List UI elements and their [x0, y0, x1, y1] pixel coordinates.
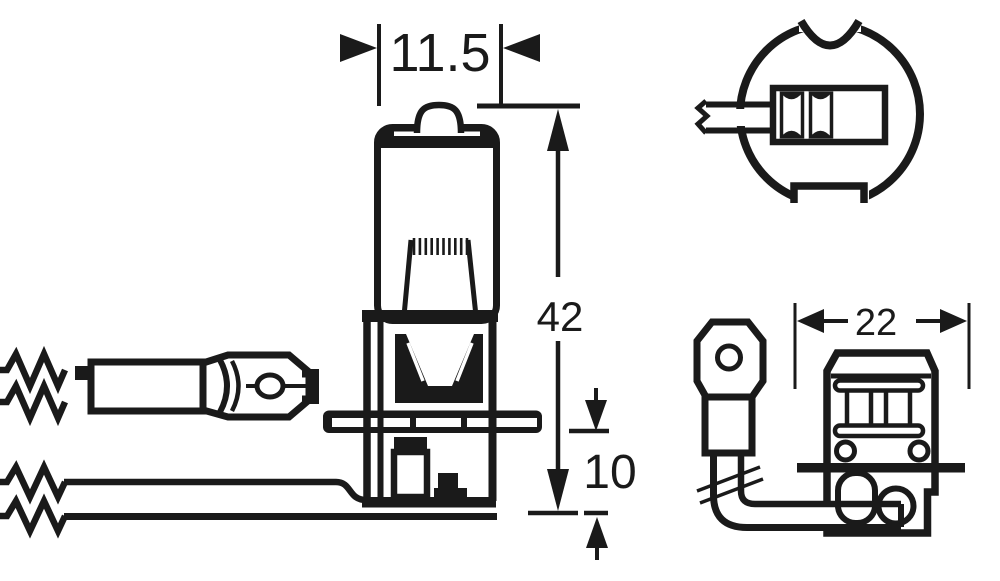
base-cage-detail	[832, 378, 926, 439]
base-funnel	[395, 334, 483, 403]
base-bottom-bar	[362, 497, 496, 508]
cage-rail-bottom	[832, 423, 926, 439]
dimension-base-height: 10	[569, 388, 637, 560]
glass-body	[374, 124, 500, 324]
coil-end-detail	[779, 91, 834, 139]
terminal-hole	[715, 343, 743, 372]
end-view-lead-wire	[694, 99, 775, 135]
wire-outer-edge	[710, 454, 901, 531]
arrowhead-left-icon	[797, 309, 824, 333]
glass-tip-nipple	[413, 101, 465, 134]
bulb-base	[323, 310, 542, 508]
filament-support-right	[465, 239, 479, 317]
arrowhead-up-icon	[547, 109, 569, 151]
base-side-view: 22	[693, 302, 971, 537]
wire-break-jag	[694, 99, 711, 135]
funnel-highlight	[455, 342, 474, 382]
dimension-flange-width: 22	[793, 302, 971, 389]
filament-support-left	[401, 239, 414, 317]
terminal-crimp-arc	[229, 359, 241, 413]
filament	[401, 238, 479, 317]
dimension-overall-length: 42	[477, 103, 584, 516]
crimp-sleeve	[701, 393, 756, 457]
terminal-lead-assembly	[0, 345, 319, 427]
main-side-view	[0, 101, 542, 539]
base-stud-foot	[434, 488, 467, 498]
arrowhead-right-icon	[340, 34, 377, 62]
flange-divider	[410, 410, 416, 433]
crimp-sleeve	[87, 358, 207, 415]
arrowhead-down-icon	[585, 400, 607, 431]
arrowhead-right-icon	[940, 309, 967, 333]
wall-gap-mask	[821, 507, 835, 525]
top-notch	[797, 18, 863, 50]
rivet-right	[907, 439, 931, 463]
notch-mask	[791, 188, 869, 214]
glass-shoulder-slit	[394, 131, 480, 136]
terminal-hole	[254, 372, 286, 400]
flange-edge-line	[797, 463, 965, 473]
wire-break-zigzag	[0, 345, 68, 395]
flange-slot	[332, 418, 537, 427]
funnel-highlight	[406, 342, 425, 382]
wire-top-edge	[64, 478, 367, 504]
base-stud	[438, 473, 458, 488]
flange-divider	[461, 410, 467, 433]
wire-break-zigzag	[0, 377, 68, 427]
cage-rail-top	[832, 378, 926, 393]
base-contact-window	[390, 448, 431, 501]
wire-break-slash	[699, 477, 764, 505]
wire-weld-detail	[875, 485, 917, 527]
dimension-label: 11.5	[389, 23, 490, 83]
dimension-label: 42	[537, 293, 584, 340]
rivet-left	[834, 439, 857, 463]
bottom-notch	[790, 182, 868, 203]
arrowhead-left-icon	[503, 34, 540, 62]
arrowhead-down-icon	[547, 469, 569, 511]
filament-coil-hatch	[412, 238, 469, 255]
glass-envelope	[374, 101, 500, 324]
terminal-crimp-arc	[217, 358, 230, 414]
wire-stub	[75, 366, 89, 380]
lower-lead-wire	[0, 459, 497, 539]
dimension-bulb-diameter: 11.5	[340, 23, 540, 106]
wire-break-slash	[696, 465, 761, 493]
terminal-tip-notch	[302, 369, 319, 404]
wire-inner-edge	[737, 454, 901, 508]
side-lead-wire	[696, 454, 904, 531]
dimension-label: 10	[583, 446, 636, 499]
end-view	[694, 12, 924, 214]
wire-break-zigzag	[0, 493, 68, 539]
ring-terminal-assembly	[693, 318, 767, 457]
dimension-label: 22	[855, 302, 897, 344]
wire-gap-mask	[731, 109, 753, 126]
glass-base-joint-bar	[362, 310, 498, 322]
wire-break-zigzag	[0, 459, 68, 505]
arrowhead-up-icon	[586, 517, 608, 548]
wire-loop-detail	[835, 470, 878, 526]
